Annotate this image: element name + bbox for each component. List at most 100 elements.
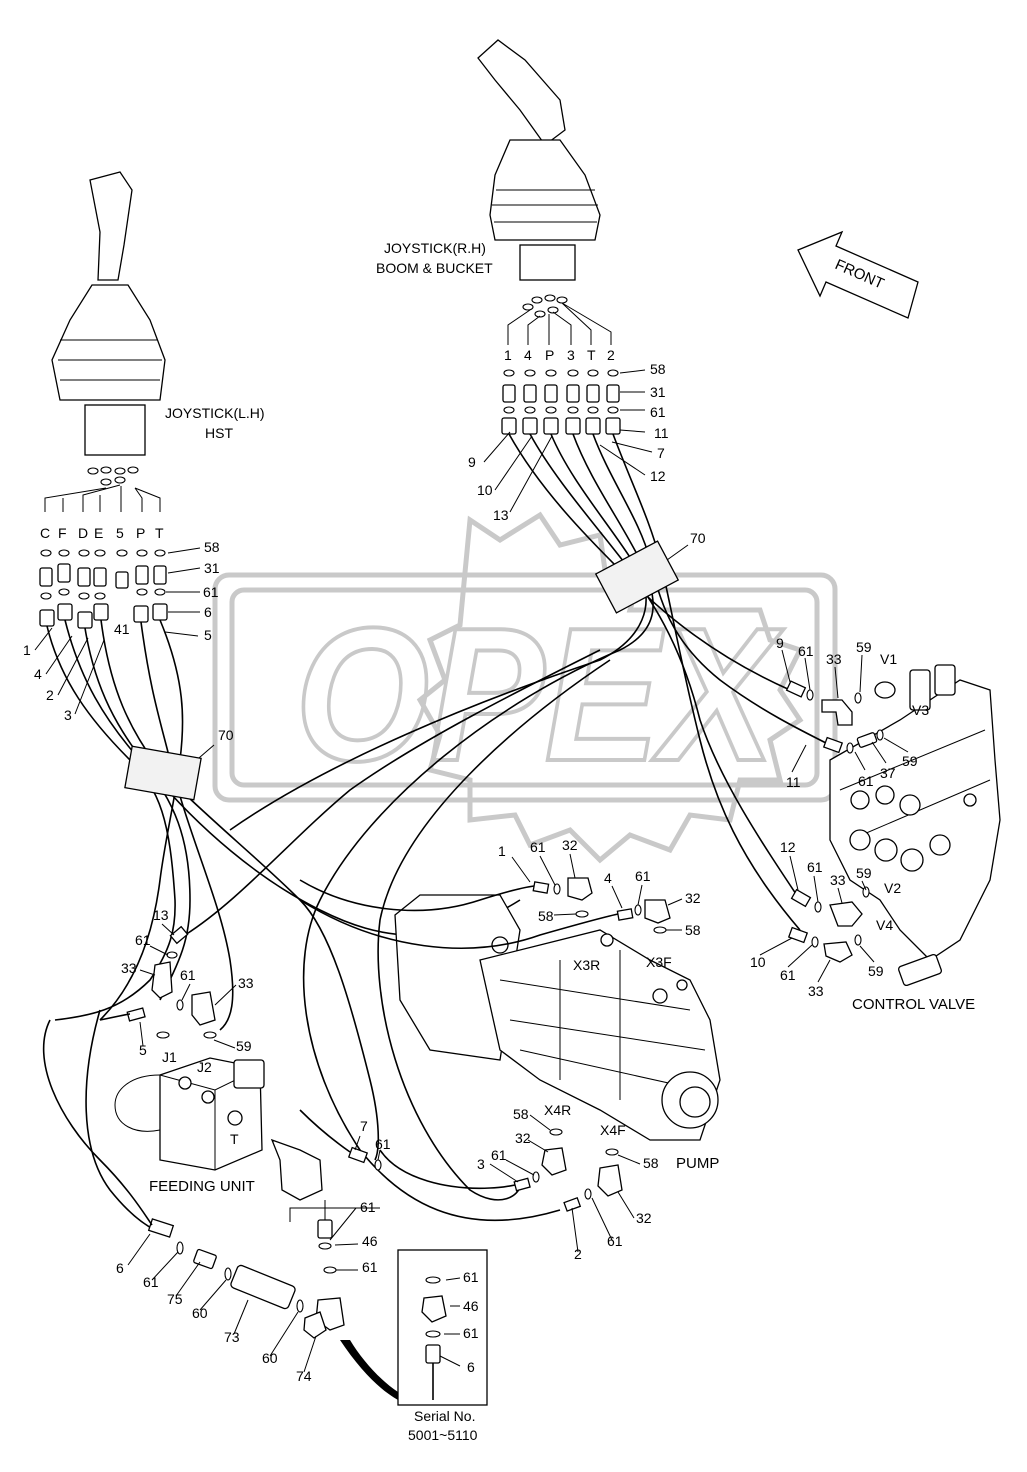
- feeding-port-j2: J2: [197, 1059, 212, 1075]
- svg-text:61: 61: [858, 773, 874, 789]
- rh-port-t: T: [587, 347, 596, 363]
- inset-frame: [397, 1249, 488, 1406]
- svg-text:61: 61: [635, 868, 651, 884]
- pump-hoses: [299, 879, 619, 1190]
- svg-text:10: 10: [477, 482, 493, 498]
- joystick-lh-label: JOYSTICK(L.H): [165, 405, 265, 421]
- svg-text:12: 12: [780, 839, 796, 855]
- svg-text:46: 46: [463, 1298, 479, 1314]
- svg-text:31: 31: [204, 560, 220, 576]
- lh-fittings: [39, 547, 201, 629]
- svg-text:33: 33: [121, 960, 137, 976]
- rh-hose-bundle: [184, 433, 831, 1222]
- svg-text:3: 3: [64, 707, 72, 723]
- svg-text:61: 61: [375, 1136, 391, 1152]
- svg-text:60: 60: [192, 1305, 208, 1321]
- watermark-frame-inner: [229, 587, 820, 788]
- svg-text:61: 61: [143, 1274, 159, 1290]
- svg-text:59: 59: [236, 1038, 252, 1054]
- svg-text:58: 58: [650, 361, 666, 377]
- lh-port-c: C: [40, 525, 50, 541]
- joystick-lh-handle: [89, 171, 133, 281]
- joystick-lh-boot: [51, 284, 166, 401]
- svg-text:59: 59: [902, 753, 918, 769]
- cv-port-v2: V2: [884, 880, 901, 896]
- svg-text:58: 58: [685, 922, 701, 938]
- lh-port-f: F: [58, 525, 67, 541]
- svg-text:37: 37: [880, 765, 896, 781]
- svg-text:32: 32: [636, 1210, 652, 1226]
- svg-text:73: 73: [224, 1329, 240, 1345]
- svg-text:59: 59: [868, 963, 884, 979]
- svg-text:5: 5: [204, 627, 212, 643]
- svg-text:6: 6: [467, 1359, 475, 1375]
- joystick-lh-sublabel: HST: [205, 425, 233, 441]
- svg-text:70: 70: [218, 727, 234, 743]
- svg-text:6: 6: [116, 1260, 124, 1276]
- svg-text:32: 32: [562, 837, 578, 853]
- svg-text:33: 33: [808, 983, 824, 999]
- svg-text:58: 58: [538, 908, 554, 924]
- pump-port-x3f: X3F: [646, 954, 672, 970]
- lh-port-d: D: [78, 525, 88, 541]
- lh-bundle-sleeve: [124, 745, 202, 801]
- pump-port-x4f: X4F: [600, 1122, 626, 1138]
- svg-text:4: 4: [34, 666, 42, 682]
- rh-port-p: P: [545, 347, 554, 363]
- svg-text:61: 61: [650, 404, 666, 420]
- lh-port-e: E: [94, 525, 103, 541]
- feeding-hoses: [42, 1013, 351, 1226]
- svg-text:2: 2: [574, 1246, 582, 1262]
- control-valve: CONTROL VALVE: [829, 664, 1001, 1013]
- feeding-port-j1: J1: [162, 1049, 177, 1065]
- feeding-unit-label: FEEDING UNIT: [149, 1178, 255, 1195]
- lh-callouts: 58 31 61 6 5 41 1 4 2 3 70: [23, 539, 234, 771]
- serial-label: Serial No.: [414, 1408, 475, 1424]
- rh-port-2: 2: [607, 347, 615, 363]
- svg-text:2: 2: [46, 687, 54, 703]
- pump-callouts: 1 61 32 58 4 61 32 58 58 32 61 3 58 32 6…: [477, 837, 701, 1262]
- lh-port-p: P: [136, 525, 145, 541]
- svg-text:61: 61: [798, 643, 814, 659]
- svg-text:1: 1: [498, 843, 506, 859]
- serial-range: 5001~5110: [408, 1427, 478, 1443]
- svg-text:61: 61: [360, 1199, 376, 1215]
- feeding-port-t: T: [230, 1131, 239, 1147]
- svg-text:61: 61: [362, 1259, 378, 1275]
- svg-text:33: 33: [830, 872, 846, 888]
- svg-text:11: 11: [654, 425, 669, 441]
- lh-port-5: 5: [116, 525, 124, 541]
- pump-label: PUMP: [676, 1155, 719, 1172]
- svg-text:10: 10: [750, 954, 766, 970]
- pump-body: [479, 929, 721, 1141]
- inset-pointer: [340, 1340, 398, 1400]
- svg-text:1: 1: [23, 642, 31, 658]
- svg-text:12: 12: [650, 468, 666, 484]
- svg-text:61: 61: [135, 932, 151, 948]
- svg-text:58: 58: [204, 539, 220, 555]
- rh-bundle-sleeve: [594, 540, 680, 614]
- serial-inset: 61 46 61 6 Serial No. 5001~5110: [340, 1249, 488, 1443]
- svg-text:58: 58: [643, 1155, 659, 1171]
- svg-text:4: 4: [604, 870, 612, 886]
- feeding-port-labels: J1 J2 T: [162, 1049, 239, 1147]
- pump-port-x4r: X4R: [544, 1102, 571, 1118]
- svg-text:61: 61: [463, 1325, 479, 1341]
- feeding-callouts: 13 61 33 61 33 5 59 7 61 61 46 61 6 61 7…: [116, 907, 391, 1384]
- svg-text:32: 32: [515, 1130, 531, 1146]
- cv-callouts: 9 61 33 59 61 37 59 11 12 61 33 59 10 61…: [750, 635, 918, 999]
- svg-text:3: 3: [477, 1156, 485, 1172]
- svg-text:6: 6: [204, 604, 212, 620]
- svg-text:60: 60: [262, 1350, 278, 1366]
- svg-text:13: 13: [153, 907, 169, 923]
- svg-text:61: 61: [203, 584, 219, 600]
- svg-text:7: 7: [657, 445, 665, 461]
- svg-text:70: 70: [690, 530, 706, 546]
- joystick-rh: JOYSTICK(R.H) BOOM & BUCKET: [376, 39, 612, 345]
- joystick-rh-handle: [477, 39, 566, 146]
- svg-text:9: 9: [776, 635, 784, 651]
- lh-port-t: T: [155, 525, 164, 541]
- svg-text:46: 46: [362, 1233, 378, 1249]
- svg-text:61: 61: [807, 859, 823, 875]
- svg-text:59: 59: [856, 865, 872, 881]
